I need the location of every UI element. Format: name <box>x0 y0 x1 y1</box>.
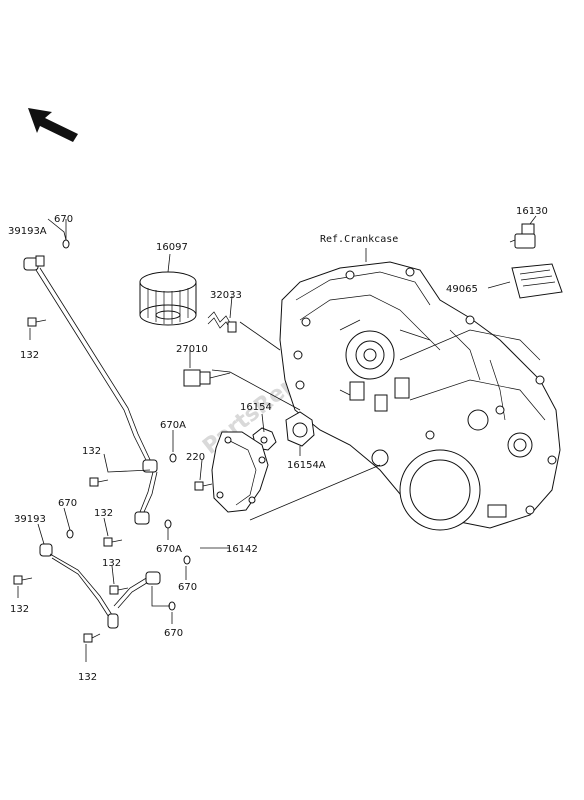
oil-pipe-upper-illustration <box>23 255 158 525</box>
part-label-132: 132 <box>20 350 39 361</box>
oil-filter-illustration <box>139 271 197 326</box>
part-label-49065: 49065 <box>446 284 478 295</box>
part-label-670: 670 <box>164 628 183 639</box>
part-label-132: 132 <box>78 672 97 683</box>
part-label-132: 132 <box>94 508 113 519</box>
part-label-16142: 16142 <box>226 544 258 555</box>
part-label-132: 132 <box>82 446 101 457</box>
part-label-16097: 16097 <box>156 242 188 253</box>
part-label-670: 670 <box>54 214 73 225</box>
part-label-670A: 670A <box>156 544 182 555</box>
bolt-220-illustration <box>194 481 213 491</box>
part-label-16154: 16154 <box>240 402 272 413</box>
crankcase-cover-illustration <box>279 261 561 531</box>
washer-670-icons <box>62 239 191 611</box>
part-number-labels: 39193A 670 132 16097 32033 27010 16154 1… <box>8 206 548 683</box>
part-label-27010: 27010 <box>176 344 208 355</box>
sensor-16130-illustration <box>509 223 536 249</box>
oil-pressure-sensor-illustration <box>183 369 231 387</box>
reference-label-crankcase: Ref.Crankcase <box>320 234 398 245</box>
direction-arrow-icon <box>28 108 78 142</box>
leader-lines <box>17 215 537 662</box>
pump-cover-illustration <box>211 431 269 513</box>
part-label-132: 132 <box>102 558 121 569</box>
spring-illustration <box>207 311 237 333</box>
part-label-670A: 670A <box>160 420 186 431</box>
bolt-132-icons <box>13 317 129 643</box>
oil-pump-rotor-illustration <box>252 411 315 451</box>
part-label-670: 670 <box>178 582 197 593</box>
part-label-132: 132 <box>10 604 29 615</box>
part-label-670: 670 <box>58 498 77 509</box>
part-label-32033: 32033 <box>210 290 242 301</box>
part-label-16154A: 16154A <box>287 460 326 471</box>
part-label-39193: 39193 <box>14 514 46 525</box>
part-label-39193A: 39193A <box>8 226 47 237</box>
oil-pipe-lower-illustration <box>39 543 161 629</box>
label-sticker-illustration <box>511 263 563 299</box>
part-label-220: 220 <box>186 452 205 463</box>
part-label-16130: 16130 <box>516 206 548 217</box>
